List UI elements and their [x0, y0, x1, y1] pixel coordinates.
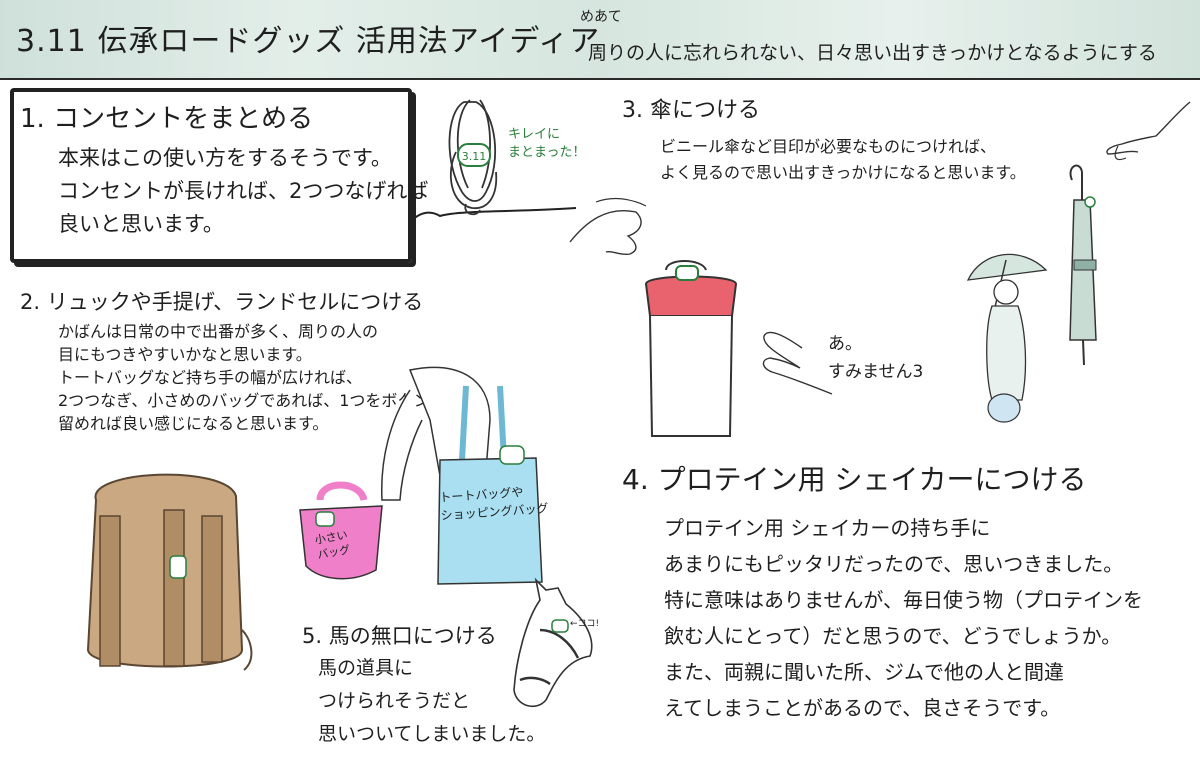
cable-note: キレイに まとまった！	[508, 127, 586, 160]
reaching-hand-sketch	[1106, 101, 1191, 161]
speech-tail	[409, 207, 577, 223]
section5-body: 馬の道具に つけられそうだと 思いついてしまいました。	[318, 657, 546, 745]
protein-shaker-illustration	[644, 260, 738, 437]
section3-body: ビニール傘など目印が必要なものにつければ、 よく見るので思い出すきっかけになると…	[660, 137, 1026, 182]
section1-box	[10, 88, 412, 263]
horse-head-illustration	[513, 577, 593, 708]
section2-body: かばんは日常の中で出番が多く、周りの人の 目にもつきやすいかなと思います。 トー…	[58, 322, 446, 433]
coiled-cable-illustration: 3.11	[448, 99, 498, 216]
section1-title: 1. コンセントをまとめる	[20, 104, 314, 134]
section3-title: 3. 傘につける	[622, 98, 760, 123]
person-with-bags-illustration	[299, 366, 543, 585]
cable-tag-text: 3.11	[462, 150, 487, 163]
header-banner	[0, 0, 1200, 80]
section4-body: プロテイン用 シェイカーの持ち手に あまりにもピッタリだったので、思いつきました…	[664, 516, 1143, 720]
goal-label: めあて	[580, 9, 622, 25]
person-with-umbrella-illustration	[966, 253, 1048, 423]
section5-title: 5. 馬の無口につける	[302, 624, 497, 648]
closed-umbrella-illustration	[1069, 164, 1097, 366]
tote-bag-label: トートバッグや ショッピングバッグ	[439, 484, 550, 523]
right-hand-sketch	[762, 331, 833, 395]
section1-body: 本来はこの使い方をするそうです。 コンセントが長ければ、2つつなげれば 良いと思…	[58, 146, 429, 236]
section2-title: 2. リュックや手提げ、ランドセルにつける	[20, 290, 424, 314]
small-bag-label: 小さい バッグ	[313, 528, 352, 562]
horse-note: ←ココ!	[570, 619, 600, 629]
speech-bubble-text: あ。 すみません3	[828, 334, 924, 382]
page-title: 3.11 伝承ロードグッズ 活用法アイディア	[16, 24, 601, 59]
section4-title: 4. プロテイン用 シェイカーにつける	[622, 463, 1087, 496]
goal-text: 周りの人に忘れられない、日々思い出すきっかけとなるようにする	[588, 42, 1157, 64]
left-hand-sketch	[569, 197, 647, 256]
backpack-illustration	[86, 473, 253, 671]
